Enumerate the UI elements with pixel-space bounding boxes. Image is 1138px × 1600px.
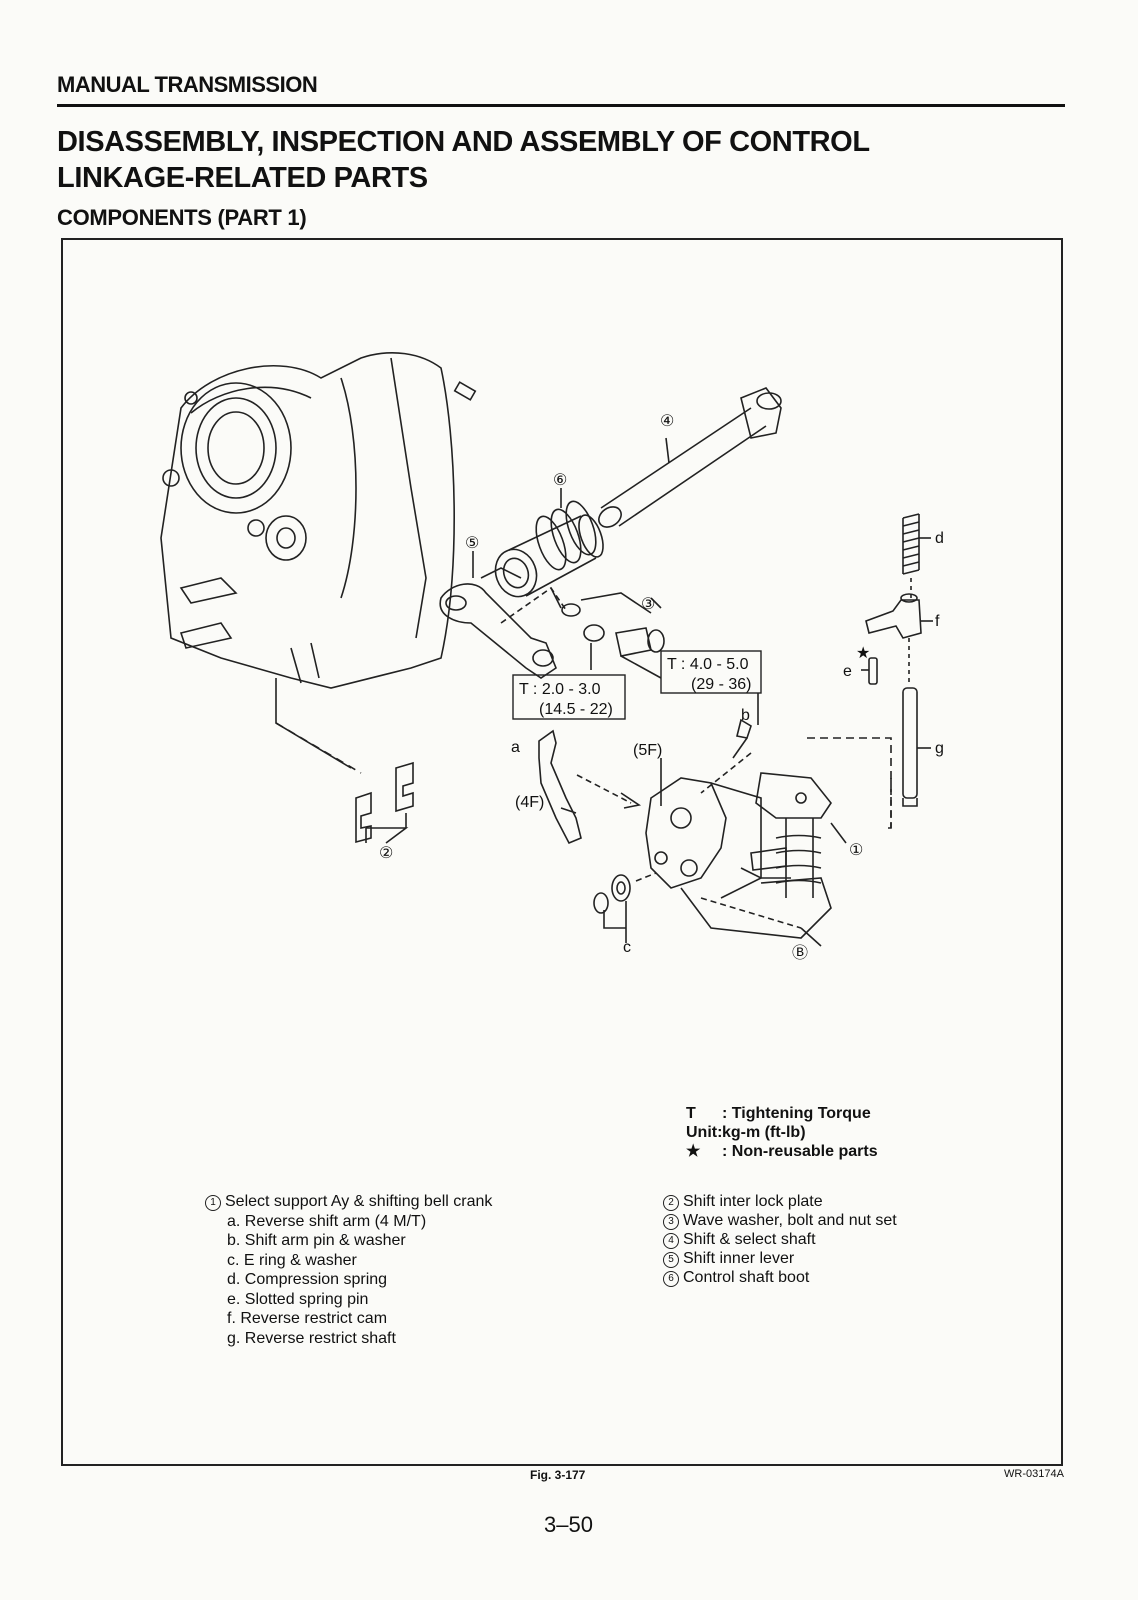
select-support-assembly-drawing: [645, 693, 847, 947]
callout-f: f: [935, 613, 940, 630]
part-label: Select support Ay & shifting bell crank: [225, 1193, 493, 1210]
callout-g: g: [935, 740, 944, 757]
drawing-code: WR-03174A: [1004, 1468, 1064, 1480]
figure-frame: [61, 238, 1063, 1466]
callout-c: c: [623, 939, 631, 956]
item-number-badge: 2: [663, 1195, 679, 1211]
sub-part-g: g. Reverse restrict shaft: [227, 1329, 396, 1347]
sub-part-e: e. Slotted spring pin: [227, 1290, 369, 1308]
legend: T : Tightening Torque Unit: kg-m (ft-lb)…: [686, 1104, 878, 1161]
torque-1-line2: (14.5 - 22): [539, 701, 613, 718]
part-label: Shift inner lever: [683, 1250, 795, 1267]
item-number-badge: 6: [663, 1271, 679, 1287]
bolt-washer-nut-drawing: [500, 586, 665, 679]
item-number-badge: 3: [663, 1214, 679, 1230]
torque-2-line2: (29 - 36): [691, 676, 751, 693]
title-line-1: DISASSEMBLY, INSPECTION AND ASSEMBLY OF …: [57, 126, 870, 158]
shift-interlock-plate-drawing: [355, 761, 414, 844]
e-ring-washer-drawing: [593, 872, 657, 943]
shift-select-shaft-drawing: [598, 387, 782, 528]
callout-6: ⑥: [553, 472, 567, 489]
sub-part-c: c. E ring & washer: [227, 1251, 357, 1269]
title-line-2: LINKAGE-RELATED PARTS: [57, 162, 428, 194]
part-label: Shift inter lock plate: [683, 1193, 823, 1210]
section-header: MANUAL TRANSMISSION: [57, 72, 318, 97]
callout-5f: (5F): [633, 742, 662, 759]
torque-2-line1: T : 4.0 - 5.0: [667, 656, 749, 673]
callout-2: ②: [379, 845, 393, 862]
legend-key: T: [686, 1105, 696, 1122]
callout-d: d: [935, 530, 944, 547]
page-subtitle: COMPONENTS (PART 1): [57, 205, 307, 230]
callout-b-circled: Ⓑ: [792, 944, 808, 962]
item-number-badge: 4: [663, 1233, 679, 1249]
callout-a: a: [511, 739, 520, 756]
part-label: Wave washer, bolt and nut set: [683, 1212, 897, 1229]
reverse-restrict-parts-drawing: [807, 513, 933, 829]
callout-e: e: [843, 663, 852, 680]
torque-box-2: T : 4.0 - 5.0 (29 - 36): [660, 650, 762, 694]
header-rule: [57, 104, 1065, 107]
transmission-case-drawing: [160, 352, 477, 769]
callout-5: ⑤: [465, 535, 479, 552]
page-number: 3–50: [544, 1512, 593, 1537]
torque-box-1: T : 2.0 - 3.0 (14.5 - 22): [512, 674, 626, 720]
sub-part-f: f. Reverse restrict cam: [227, 1310, 388, 1327]
star-icon: ★: [686, 1143, 701, 1160]
legend-text: kg-m (ft-lb): [722, 1124, 806, 1141]
callout-b: b: [741, 707, 750, 724]
legend-row-torque: T : Tightening Torque: [686, 1104, 878, 1123]
exploded-view-diagram: T : 2.0 - 3.0 (14.5 - 22) T : 4.0 - 5.0 …: [160, 352, 944, 962]
legend-row-unit: Unit: kg-m (ft-lb): [686, 1123, 878, 1142]
control-shaft-boot-drawing: [494, 488, 604, 598]
legend-key: Unit:: [686, 1124, 723, 1141]
callout-star: ★: [856, 645, 870, 662]
legend-text: : Tightening Torque: [722, 1105, 871, 1122]
callout-4: ④: [660, 413, 674, 430]
sub-part-d: d. Compression spring: [227, 1271, 388, 1288]
torque-1-line1: T : 2.0 - 3.0: [519, 681, 601, 698]
legend-row-nonreusable: ★ : Non-reusable parts: [686, 1142, 878, 1161]
callout-1: ①: [849, 842, 863, 859]
shift-inner-lever-drawing: [439, 551, 557, 679]
legend-text: : Non-reusable parts: [722, 1143, 878, 1160]
page-title: DISASSEMBLY, INSPECTION AND ASSEMBLY OF …: [57, 124, 870, 196]
part-label: Control shaft boot: [683, 1269, 810, 1286]
reverse-shift-arm-drawing: [538, 729, 642, 845]
sub-part-a: a. Reverse shift arm (4 M/T): [227, 1212, 427, 1230]
callout-3: ③: [641, 596, 655, 613]
callout-4f: (4F): [515, 794, 544, 811]
lead-line: [275, 722, 362, 774]
figure-caption: Fig. 3-177: [530, 1468, 586, 1482]
item-number-badge: 5: [663, 1252, 679, 1268]
part-label: Shift & select shaft: [683, 1231, 816, 1248]
sub-part-b: b. Shift arm pin & washer: [227, 1232, 406, 1249]
item-number-badge: 1: [205, 1195, 221, 1211]
